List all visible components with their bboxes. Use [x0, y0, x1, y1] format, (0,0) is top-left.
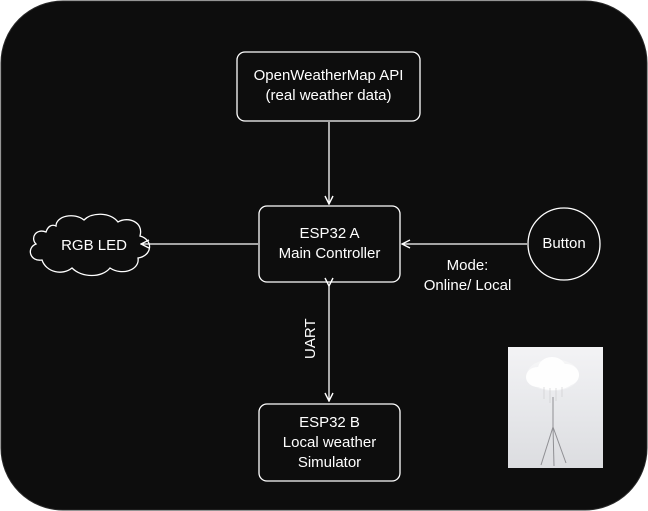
- esp32-a-label: ESP32 A Main Controller: [259, 224, 400, 264]
- esp32-b-label: ESP32 B Local weather Simulator: [259, 413, 400, 473]
- esp32b-line2: Local weather: [282, 434, 377, 451]
- api-line2: (real weather data): [265, 87, 392, 104]
- button-label: Button: [528, 234, 600, 254]
- cloud-lamp-photo: [508, 347, 603, 468]
- esp32a-line1: ESP32 A: [299, 225, 360, 242]
- esp32a-line2: Main Controller: [278, 245, 381, 262]
- esp32-b-box: [258, 403, 401, 482]
- esp32b-line3: Simulator: [297, 454, 362, 471]
- uart-edge-label: UART: [301, 318, 321, 359]
- mode-edge-label: Mode: Online/ Local: [410, 256, 525, 296]
- rgb-led-text: RGB LED: [61, 237, 127, 254]
- button-circle: [527, 207, 601, 281]
- openweathermap-api-label: OpenWeatherMap API (real weather data): [237, 66, 420, 106]
- openweathermap-api-box: [236, 51, 421, 122]
- uart-text: UART: [302, 318, 319, 359]
- rgb-led-label: RGB LED: [40, 236, 148, 256]
- cloud-lamp-illustration: [526, 357, 579, 467]
- api-line1: OpenWeatherMap API: [253, 67, 404, 84]
- mode-line1: Mode:: [446, 257, 489, 274]
- rgb-led-cloud: [29, 213, 151, 277]
- mode-line2: Online/ Local: [423, 277, 512, 294]
- esp32b-line1: ESP32 B: [299, 414, 360, 431]
- button-text: Button: [542, 235, 586, 252]
